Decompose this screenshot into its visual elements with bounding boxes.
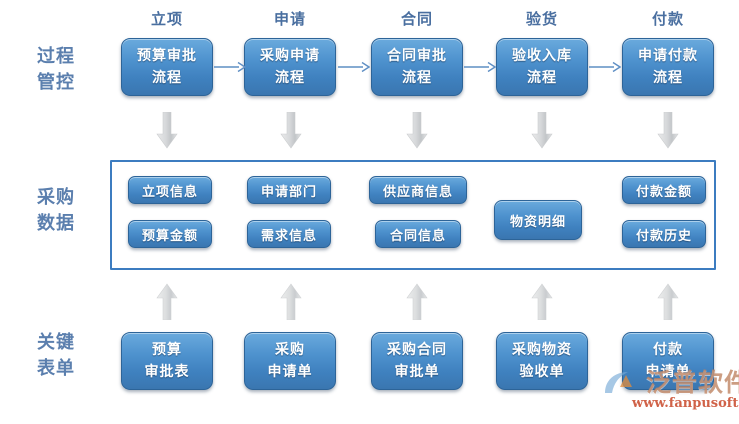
down-arrow-3 bbox=[406, 112, 428, 149]
process-box-2-line2: 流程 bbox=[275, 70, 305, 86]
form-box-1-line2: 审批表 bbox=[144, 364, 190, 380]
process-box-4-line2: 流程 bbox=[527, 70, 557, 86]
data-box-2-1[interactable]: 申请部门 bbox=[247, 176, 331, 204]
form-box-1[interactable]: 预算 审批表 bbox=[121, 332, 213, 390]
form-box-4[interactable]: 采购物资 验收单 bbox=[496, 332, 588, 390]
down-arrow-4 bbox=[531, 112, 553, 149]
form-box-3-line1: 采购合同 bbox=[387, 342, 447, 358]
down-arrow-5 bbox=[657, 112, 679, 149]
up-arrow-4 bbox=[531, 283, 553, 320]
row-label-purchase-data: 采购 数据 bbox=[8, 185, 104, 237]
up-arrow-3 bbox=[406, 283, 428, 320]
data-box-5-2[interactable]: 付款历史 bbox=[622, 220, 706, 248]
stage-caption-1: 立项 bbox=[150, 10, 183, 28]
row-label-key-forms-line2: 表单 bbox=[37, 358, 75, 379]
process-box-1[interactable]: 预算审批 流程 bbox=[121, 38, 213, 96]
process-box-1-line1: 预算审批 bbox=[137, 48, 197, 64]
form-box-2[interactable]: 采购 申请单 bbox=[244, 332, 336, 390]
row-label-purchase-data-line2: 数据 bbox=[37, 213, 75, 234]
form-box-1-line1: 预算 bbox=[152, 342, 182, 358]
form-box-2-line1: 采购 bbox=[275, 342, 305, 358]
process-box-1-line2: 流程 bbox=[152, 70, 182, 86]
process-box-4[interactable]: 验收入库 流程 bbox=[496, 38, 588, 96]
data-box-4-1[interactable]: 物资明细 bbox=[494, 200, 582, 240]
up-arrow-1 bbox=[156, 283, 178, 320]
up-arrow-2 bbox=[280, 283, 302, 320]
row-label-process-control-line2: 管控 bbox=[37, 72, 75, 93]
flow-arrow-right-3 bbox=[464, 61, 496, 73]
process-box-3[interactable]: 合同审批 流程 bbox=[371, 38, 463, 96]
form-box-5-line2: 申请单 bbox=[645, 364, 691, 380]
process-box-5[interactable]: 申请付款 流程 bbox=[622, 38, 714, 96]
process-box-5-line2: 流程 bbox=[653, 70, 683, 86]
data-box-1-2[interactable]: 预算金额 bbox=[128, 220, 212, 248]
form-box-2-line2: 申请单 bbox=[267, 364, 313, 380]
data-box-3-2[interactable]: 合同信息 bbox=[375, 220, 461, 248]
form-box-5[interactable]: 付款 申请单 bbox=[622, 332, 714, 390]
flow-arrow-right-1 bbox=[214, 61, 246, 73]
row-label-process-control-line1: 过程 bbox=[37, 46, 75, 67]
form-box-4-line2: 验收单 bbox=[519, 364, 565, 380]
stage-caption-2: 申请 bbox=[273, 10, 306, 28]
stage-caption-5: 付款 bbox=[651, 10, 684, 28]
data-box-5-1[interactable]: 付款金额 bbox=[622, 176, 706, 204]
watermark-url: www.fanpusoft.com bbox=[632, 396, 739, 411]
data-box-2-2[interactable]: 需求信息 bbox=[247, 220, 331, 248]
process-box-3-line1: 合同审批 bbox=[387, 48, 447, 64]
process-box-4-line1: 验收入库 bbox=[512, 48, 572, 64]
process-box-2-line1: 采购申请 bbox=[260, 48, 320, 64]
up-arrow-5 bbox=[657, 283, 679, 320]
row-label-purchase-data-line1: 采购 bbox=[37, 187, 75, 208]
form-box-4-line1: 采购物资 bbox=[512, 342, 572, 358]
row-label-key-forms: 关键 表单 bbox=[8, 330, 104, 382]
down-arrow-2 bbox=[280, 112, 302, 149]
process-box-5-line1: 申请付款 bbox=[638, 48, 698, 64]
data-box-1-1[interactable]: 立项信息 bbox=[128, 176, 212, 204]
form-box-3-line2: 审批单 bbox=[394, 364, 440, 380]
stage-caption-3: 合同 bbox=[400, 10, 433, 28]
row-label-key-forms-line1: 关键 bbox=[37, 332, 75, 353]
process-box-2[interactable]: 采购申请 流程 bbox=[244, 38, 336, 96]
form-box-5-line1: 付款 bbox=[653, 342, 683, 358]
process-box-3-line2: 流程 bbox=[402, 70, 432, 86]
flow-arrow-right-2 bbox=[338, 61, 370, 73]
down-arrow-1 bbox=[156, 112, 178, 149]
flow-arrow-right-4 bbox=[589, 61, 621, 73]
row-label-process-control: 过程 管控 bbox=[8, 44, 104, 96]
stage-caption-4: 验货 bbox=[525, 10, 558, 28]
form-box-3[interactable]: 采购合同 审批单 bbox=[371, 332, 463, 390]
data-box-3-1[interactable]: 供应商信息 bbox=[369, 176, 467, 204]
